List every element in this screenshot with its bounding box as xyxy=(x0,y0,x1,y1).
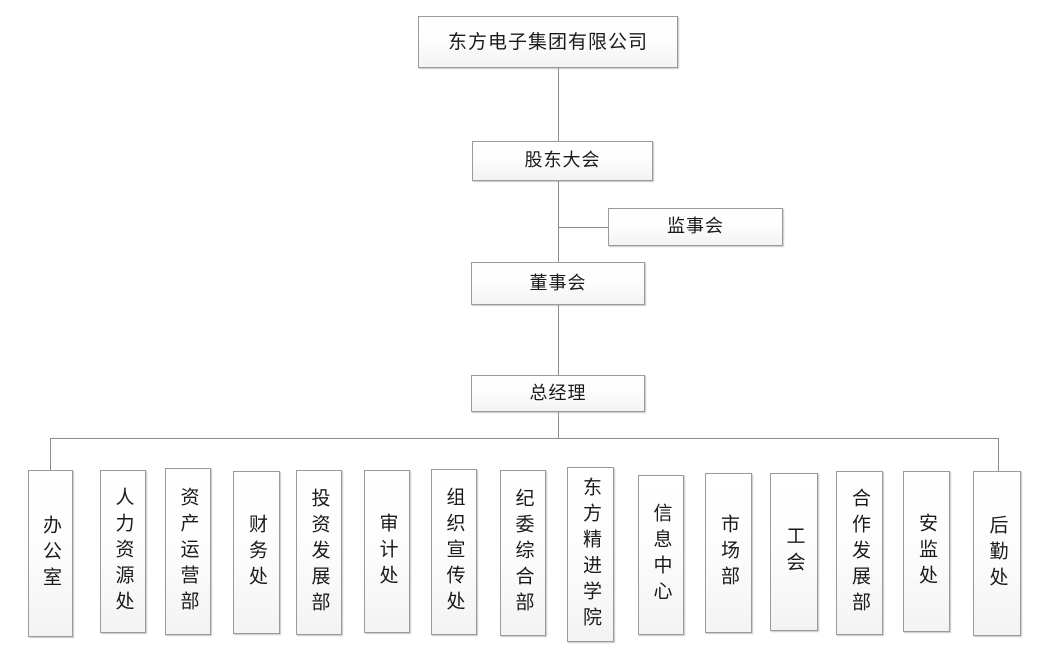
node-department-marketing-label: 市场部 xyxy=(718,514,740,592)
node-department-cooperation-development-label: 合作发展部 xyxy=(849,488,871,618)
node-department-information-center-label: 信息中心 xyxy=(650,503,673,607)
node-department-dongfang-academy-label: 东方精进学院 xyxy=(580,476,602,633)
node-board-of-supervisors-label: 监事会 xyxy=(667,216,724,238)
connector-department-bus xyxy=(50,438,999,439)
node-department-human-resources[interactable]: 人力资源处 xyxy=(100,470,146,633)
node-department-cooperation-development[interactable]: 合作发展部 xyxy=(836,471,883,635)
node-general-manager[interactable]: 总经理 xyxy=(471,375,645,412)
connector-gm-to-bus xyxy=(558,412,559,438)
node-department-organization-publicity-label: 组织宣传处 xyxy=(443,487,466,617)
node-department-discipline-inspection[interactable]: 纪委综合部 xyxy=(500,470,546,636)
connector-board-to-general-manager xyxy=(558,305,559,375)
node-department-organization-publicity[interactable]: 组织宣传处 xyxy=(431,469,477,635)
node-department-audit[interactable]: 审计处 xyxy=(364,470,410,633)
node-department-asset-operations-label: 资产运营部 xyxy=(177,486,200,617)
node-department-labor-union-label: 工会 xyxy=(783,526,806,578)
connector-shareholders-to-board xyxy=(558,181,559,262)
node-department-safety-supervision-label: 安监处 xyxy=(916,512,938,591)
node-department-dongfang-academy[interactable]: 东方精进学院 xyxy=(567,467,614,642)
connector-branch-to-supervisors xyxy=(558,227,608,228)
node-department-office-label: 办公室 xyxy=(40,514,62,593)
node-department-information-center[interactable]: 信息中心 xyxy=(638,475,684,635)
node-board-of-directors[interactable]: 董事会 xyxy=(471,262,645,305)
node-shareholders-meeting-label: 股东大会 xyxy=(524,150,601,172)
node-department-finance-label: 财务处 xyxy=(246,513,268,592)
node-department-finance[interactable]: 财务处 xyxy=(233,471,280,634)
node-department-investment-development[interactable]: 投资发展部 xyxy=(296,470,342,635)
node-shareholders-meeting[interactable]: 股东大会 xyxy=(472,141,653,181)
node-department-discipline-inspection-label: 纪委综合部 xyxy=(512,488,535,618)
node-company-label: 东方电子集团有限公司 xyxy=(447,30,648,53)
connector-bus-to-last-department xyxy=(998,438,999,471)
node-department-logistics[interactable]: 后勤处 xyxy=(973,471,1021,636)
connector-company-to-shareholders xyxy=(558,68,559,141)
node-general-manager-label: 总经理 xyxy=(529,382,587,404)
node-department-human-resources-label: 人力资源处 xyxy=(112,486,135,617)
node-board-of-directors-label: 董事会 xyxy=(529,272,587,294)
node-department-marketing[interactable]: 市场部 xyxy=(705,473,752,633)
node-board-of-supervisors[interactable]: 监事会 xyxy=(608,208,783,246)
node-department-asset-operations[interactable]: 资产运营部 xyxy=(165,468,211,635)
node-department-audit-label: 审计处 xyxy=(376,512,399,591)
node-department-safety-supervision[interactable]: 安监处 xyxy=(903,471,950,632)
node-company[interactable]: 东方电子集团有限公司 xyxy=(418,16,678,68)
node-department-office[interactable]: 办公室 xyxy=(28,470,73,637)
node-department-investment-development-label: 投资发展部 xyxy=(308,487,331,618)
connector-bus-to-first-department xyxy=(50,438,51,471)
node-department-logistics-label: 后勤处 xyxy=(986,514,1009,593)
node-department-labor-union[interactable]: 工会 xyxy=(770,473,818,631)
